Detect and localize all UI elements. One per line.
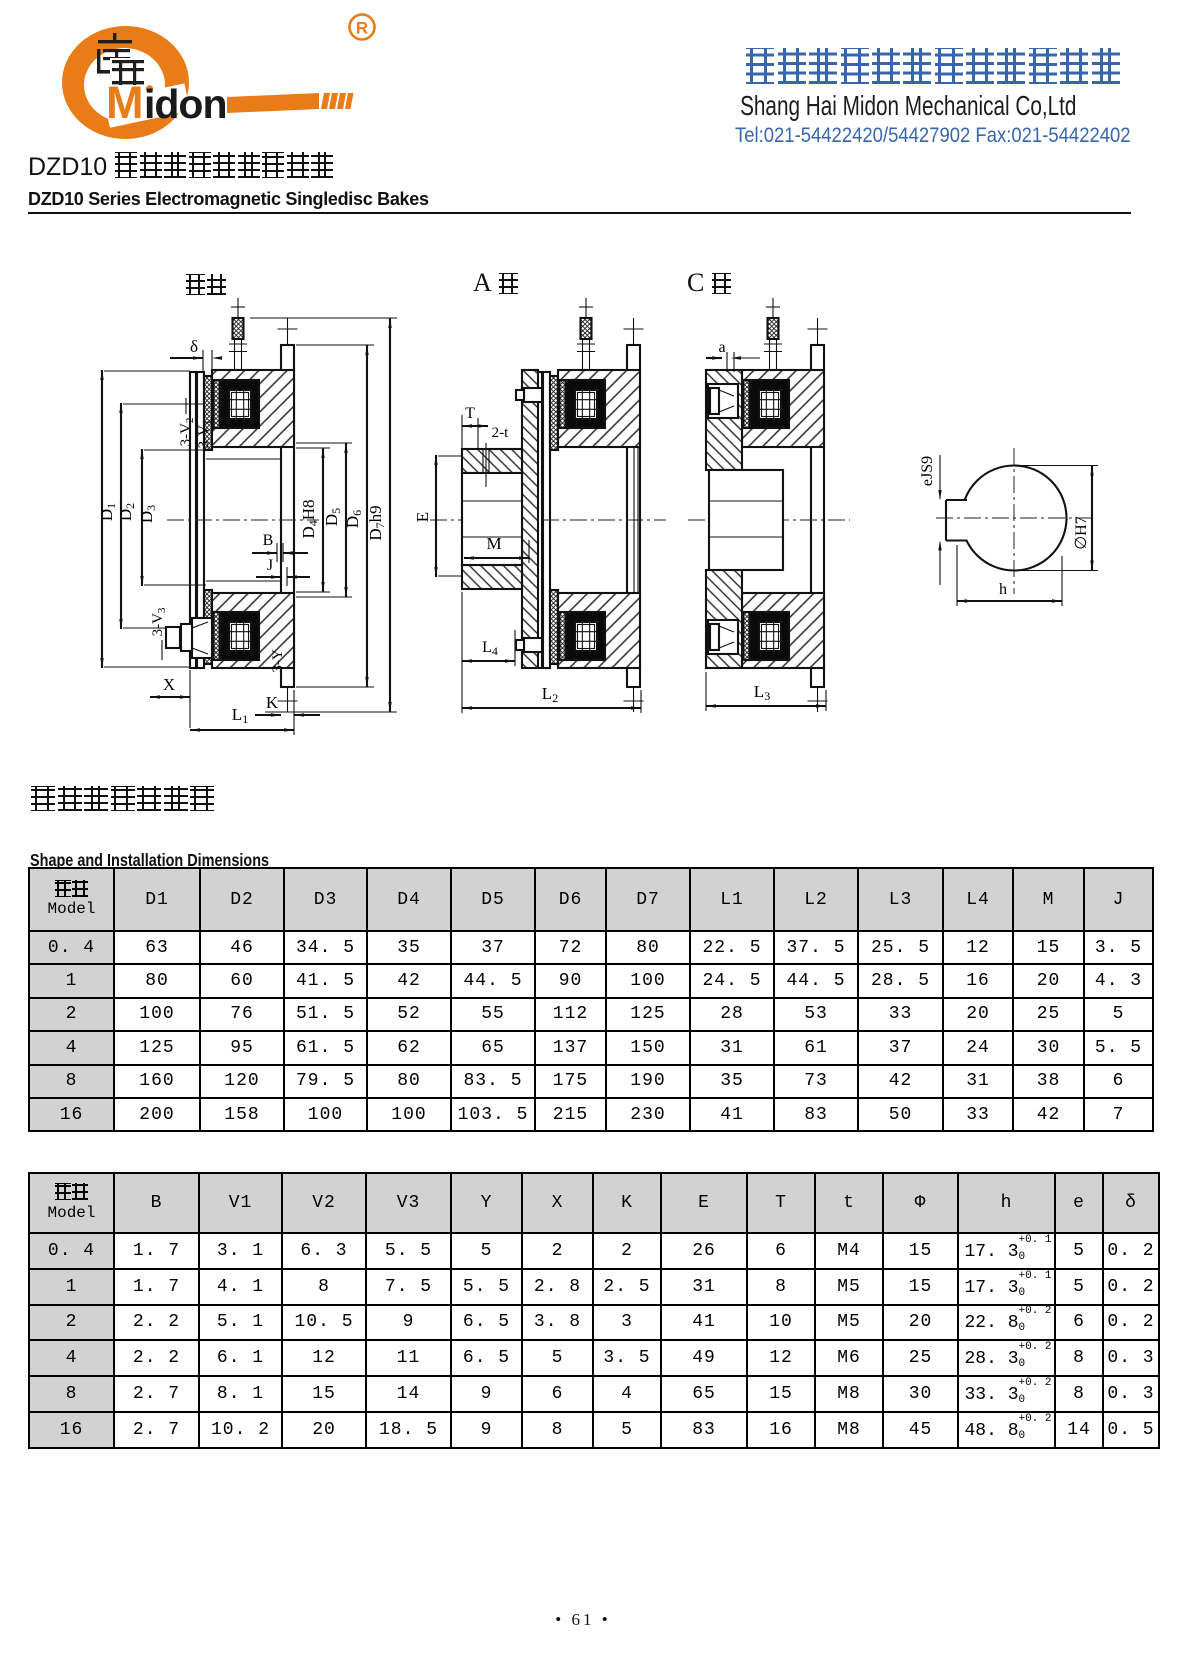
svg-text:M: M <box>486 534 501 553</box>
svg-text:D3: D3 <box>137 505 158 523</box>
svg-text:R: R <box>356 19 368 38</box>
svg-text:D2: D2 <box>116 503 137 521</box>
svg-text:3-V2: 3-V2 <box>178 418 196 447</box>
svg-text:δ: δ <box>190 337 198 356</box>
svg-text:L4: L4 <box>482 639 498 658</box>
svg-text:∅H7: ∅H7 <box>1073 516 1090 550</box>
svg-text:3-Y: 3-Y <box>270 649 286 672</box>
svg-text:D4H8: D4H8 <box>299 499 320 538</box>
svg-text:D1: D1 <box>97 503 118 521</box>
svg-text:L2: L2 <box>542 684 558 705</box>
svg-text:J: J <box>267 557 273 574</box>
svg-text:a: a <box>718 339 725 356</box>
svg-text:L1: L1 <box>232 705 248 726</box>
svg-text:2-t: 2-t <box>492 425 509 441</box>
svg-text:3-V3: 3-V3 <box>150 607 168 636</box>
svg-text:eJS9: eJS9 <box>919 456 936 486</box>
svg-text:K: K <box>266 693 279 712</box>
svg-text:T: T <box>465 405 475 422</box>
svg-text:B: B <box>263 532 274 549</box>
svg-text:D7h9: D7h9 <box>366 505 387 540</box>
svg-text:X: X <box>163 675 175 694</box>
svg-text:D5: D5 <box>322 508 343 526</box>
svg-text:E: E <box>413 512 432 522</box>
svg-text:L3: L3 <box>754 682 770 703</box>
svg-text:3-V1: 3-V1 <box>196 420 214 449</box>
svg-text:idon: idon <box>144 81 227 127</box>
svg-text:h: h <box>999 581 1007 598</box>
svg-text:M: M <box>106 77 144 128</box>
